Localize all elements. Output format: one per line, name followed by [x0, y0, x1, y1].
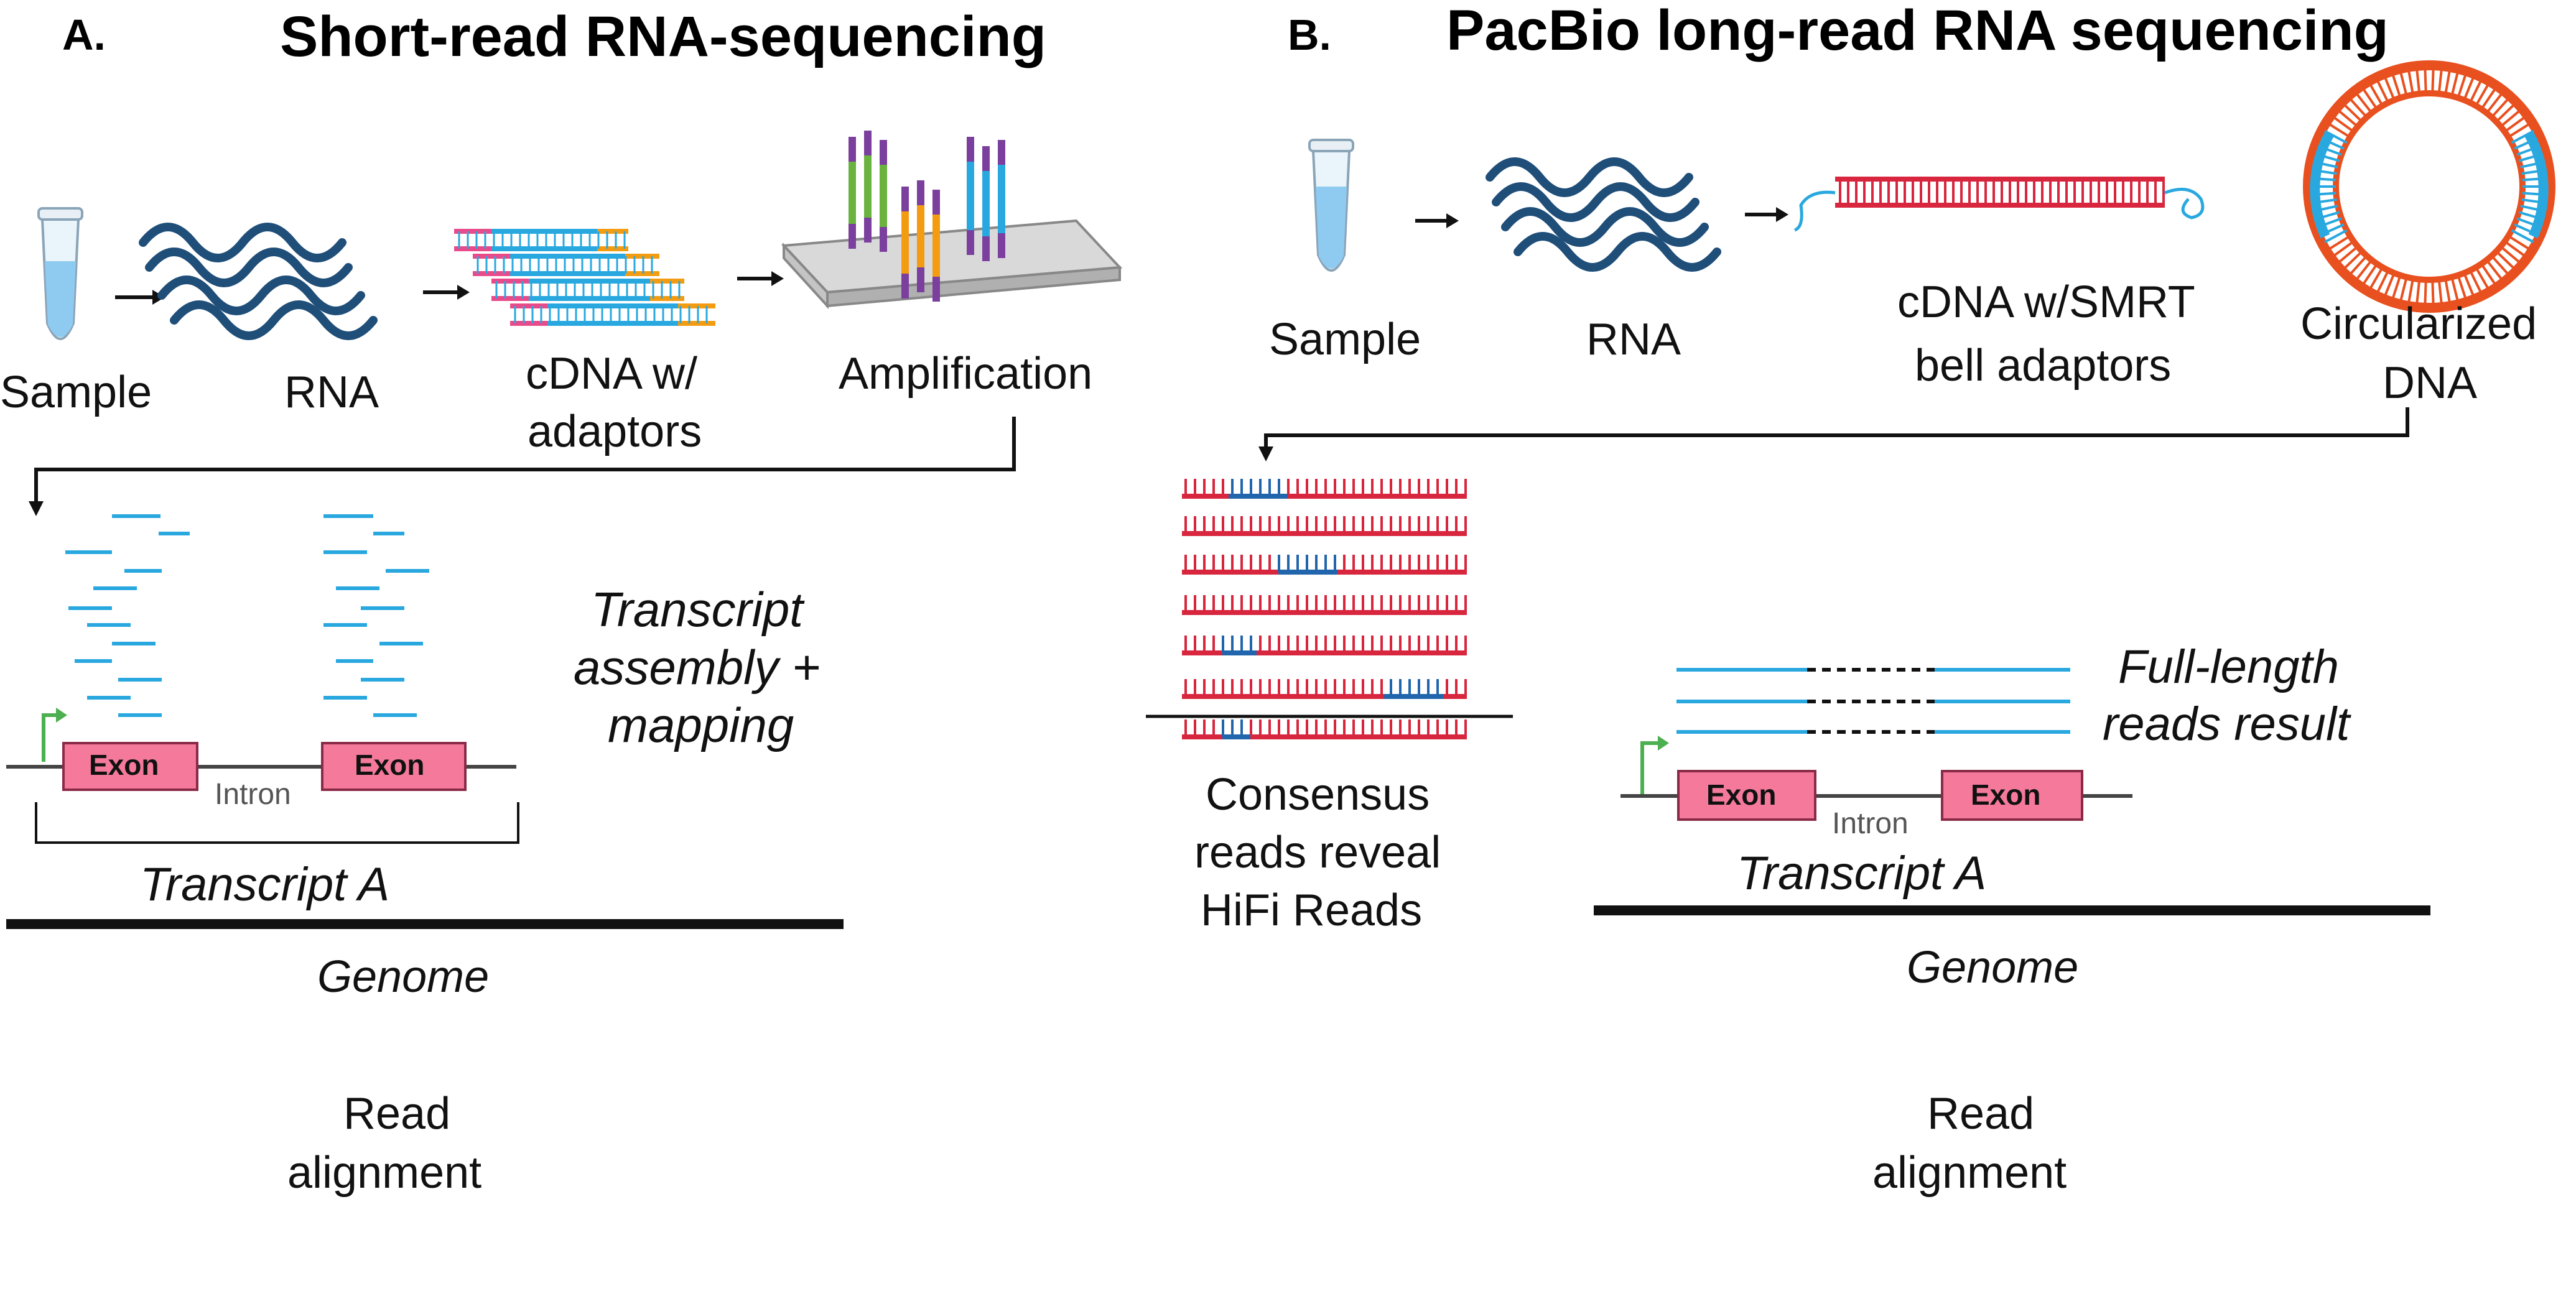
panel-a-letter: A.: [62, 11, 106, 59]
sample-tube-icon: [1308, 139, 1354, 272]
full-length-line2: reads result: [2103, 698, 2351, 751]
exon-label: Exon: [1706, 779, 1776, 811]
read-alignment-line1: Read: [1927, 1089, 2034, 1139]
panel-a: A. Short-read RNA-sequencing Sample RNA: [0, 5, 1123, 1198]
transcript-bracket: [35, 802, 519, 844]
consensus-line3: HiFi Reads: [1201, 886, 1422, 935]
genome-bar: [6, 919, 844, 929]
flow-cell-icon: [781, 131, 1123, 310]
step-label-amplification: Amplification: [839, 349, 1092, 399]
exon-box: [62, 742, 198, 791]
assembly-label-line2: assembly +: [574, 640, 821, 695]
exon-box: [1677, 770, 1816, 821]
assembly-label-line3: mapping: [608, 698, 794, 752]
genome-bar: [1594, 905, 2430, 915]
arrow-head-icon: [29, 501, 44, 516]
rna-strands-icon: [1486, 157, 1721, 272]
panel-b-letter: B.: [1288, 11, 1331, 59]
intron-label: Intron: [1832, 807, 1909, 840]
arrow-icon: [1745, 207, 1788, 222]
transcript-label: Transcript A: [140, 858, 389, 911]
short-reads: [65, 514, 429, 717]
consensus-line2: reads reveal: [1194, 828, 1441, 877]
panel-b-title: PacBio long-read RNA sequencing: [1446, 0, 2389, 62]
arrow-icon: [737, 271, 784, 286]
full-length-reads: [1676, 668, 2070, 734]
step-label-cdna-line2: adaptors: [528, 407, 702, 456]
arrow-icon: [423, 285, 470, 300]
hifi-reads: [1182, 479, 1467, 739]
rna-strands-icon: [139, 223, 378, 340]
exon-label: Exon: [355, 749, 424, 781]
panel-a-title: Short-read RNA-sequencing: [280, 5, 1046, 68]
exon-box: [1941, 770, 2083, 821]
tss-arrowhead-icon: [56, 708, 67, 723]
step-label-rna: RNA: [284, 368, 379, 417]
step-label-sample: Sample: [0, 368, 152, 417]
arrow-head-icon: [1258, 446, 1273, 461]
step-label-cdna-line2: bell adaptors: [1915, 341, 2171, 391]
consensus-line1: Consensus: [1206, 770, 1430, 820]
circular-dna-icon: [2303, 60, 2555, 313]
read-alignment-line1: Read: [343, 1089, 450, 1139]
arrow-icon: [1415, 213, 1459, 228]
cdna-adaptors-icon: [454, 229, 715, 326]
panel-b: B. PacBio long-read RNA sequencing Sampl…: [1146, 0, 2555, 1198]
step-label-rna: RNA: [1586, 315, 1681, 364]
tss-arrow-icon: [42, 713, 59, 762]
intron-label: Intron: [215, 778, 291, 811]
arrow-icon: [115, 290, 165, 305]
exon-label: Exon: [1971, 779, 2040, 811]
full-length-line1: Full-length: [2118, 641, 2339, 693]
read-alignment-line2: alignment: [1872, 1148, 2067, 1198]
transcript-label: Transcript A: [1737, 847, 1986, 900]
read-alignment-line2: alignment: [287, 1148, 481, 1198]
exon-label: Exon: [89, 749, 159, 781]
step-label-cdna-line1: cDNA w/: [526, 349, 697, 399]
exon-box: [321, 742, 467, 791]
step-label-circ-line2: DNA: [2383, 358, 2477, 408]
step-label-sample: Sample: [1269, 315, 1421, 364]
genome-label: Genome: [1907, 943, 2078, 992]
tss-arrowhead-icon: [1658, 736, 1669, 751]
connector-arrow: [34, 417, 1016, 504]
genome-label: Genome: [317, 952, 489, 1002]
sample-tube-icon: [37, 207, 83, 340]
step-label-cdna-line1: cDNA w/SMRT: [1897, 277, 2195, 327]
assembly-label-line1: Transcript: [591, 582, 805, 637]
smrtbell-dna-icon: [1793, 177, 2205, 232]
step-label-circ-line1: Circularized: [2300, 299, 2537, 349]
tss-arrow-icon: [1640, 741, 1661, 795]
connector-arrow: [1264, 407, 2409, 448]
